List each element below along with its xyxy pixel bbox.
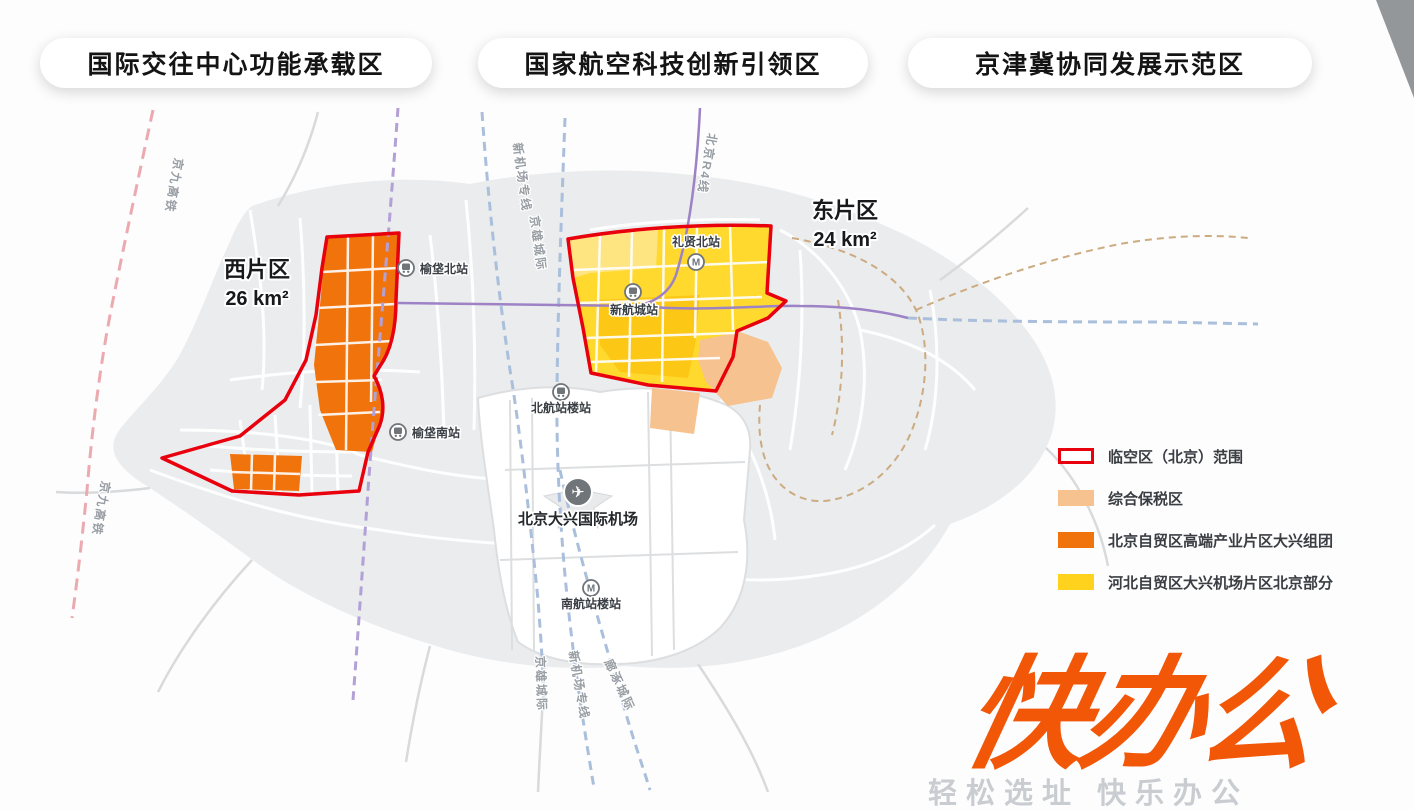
rail-line-east-extension (907, 316, 1259, 326)
header-pill-aviation-tech: 国家航空科技创新引领区 (478, 38, 868, 88)
east-zone-name: 东片区 (812, 198, 878, 223)
legend-label: 综合保税区 (1108, 490, 1184, 508)
rail-line-r4-horizontal (397, 301, 909, 320)
airport-icon: ✈ (563, 477, 593, 507)
legend-swatch-beijing-ftz (1058, 532, 1094, 548)
legend-label: 北京自贸区高端产业片区大兴组团 (1108, 532, 1334, 550)
rail-label-jingjiu-south: 京九高铁 (89, 480, 113, 538)
station-label-terminal-south: 南航站楼站 (561, 596, 621, 611)
station-xinhangcheng (624, 283, 642, 301)
west-zone-boundary (160, 231, 401, 497)
runways (499, 391, 746, 657)
station-label-lixian-north: 礼贤北站 (672, 234, 720, 249)
rail-label-jingxiong-south: 京雄城际 (533, 656, 550, 713)
bonded-zone-area (650, 388, 700, 434)
legend-item-beijing-ftz: 北京自贸区高端产业片区大兴组团 (1058, 528, 1333, 552)
station-yufa-south (389, 423, 407, 441)
rail-line-jingjiu-hsr (70, 109, 155, 619)
west-zone-area: 26 km² (225, 288, 289, 310)
legend-item-zone-boundary: 临空区（北京）范围 (1058, 444, 1333, 468)
brand-logo: 快办公 (951, 644, 1334, 786)
brand-tagline: 轻松选址 快乐办公 (928, 778, 1250, 810)
legend-swatch-outline (1058, 448, 1094, 464)
header-pill-jingjinji: 京津冀协同发展示范区 (908, 38, 1312, 88)
legend-swatch-bonded (1058, 490, 1094, 506)
rail-line-purple (351, 107, 400, 701)
east-zone-area: 24 km² (813, 229, 877, 251)
station-yufa-north (397, 259, 415, 277)
west-zone-ftz-fill (230, 233, 399, 491)
station-terminal-north (552, 383, 570, 401)
svg-text:M: M (587, 584, 595, 595)
header-pill-label: 京津冀协同发展示范区 (974, 51, 1245, 79)
station-label-yufa-north: 榆垡北站 (420, 261, 468, 276)
rail-label-jingjiu-north: 京九高铁 (162, 157, 186, 215)
west-zone-name: 西片区 (224, 257, 290, 282)
airport-name-label: 北京大兴国际机场 (518, 510, 638, 528)
planning-boundaries (758, 235, 1249, 503)
rail-line-jingxiong (480, 111, 546, 701)
station-label-terminal-north: 北航站楼站 (531, 400, 591, 415)
station-label-yufa-south: 榆垡南站 (412, 425, 460, 440)
metro-station-icon (582, 579, 600, 597)
legend-swatch-hebei-ftz (1058, 574, 1094, 590)
metro-station-icon (687, 253, 705, 271)
station-terminal-south: M (582, 579, 600, 597)
rail-line-airport-express (555, 117, 596, 789)
legend-label: 临空区（北京）范围 (1108, 448, 1244, 466)
header-pill-label: 国际交往中心功能承载区 (87, 51, 385, 79)
station-lixian-north: M (687, 253, 705, 271)
airport-economic-zone-boundaries (160, 223, 788, 497)
header-pill-label: 国家航空科技创新引领区 (524, 51, 822, 79)
svg-text:M: M (692, 258, 700, 269)
legend-item-hebei-ftz: 河北自贸区大兴机场片区北京部分 (1058, 570, 1333, 594)
east-zone-boundary (566, 223, 788, 393)
outside-roads (55, 111, 1110, 793)
station-label-xinhangcheng: 新航城站 (610, 302, 658, 317)
rail-lines (70, 107, 1259, 791)
rail-line-r4-north (639, 107, 702, 307)
map-legend: 临空区（北京）范围 综合保税区 北京自贸区高端产业片区大兴组团 河北自贸区大兴机… (1058, 444, 1333, 594)
svg-text:✈: ✈ (571, 485, 584, 502)
legend-item-bonded-zone: 综合保税区 (1058, 486, 1333, 510)
header-pill-international-exchange: 国际交往中心功能承载区 (40, 38, 432, 88)
legend-label: 河北自贸区大兴机场片区北京部分 (1108, 574, 1334, 592)
